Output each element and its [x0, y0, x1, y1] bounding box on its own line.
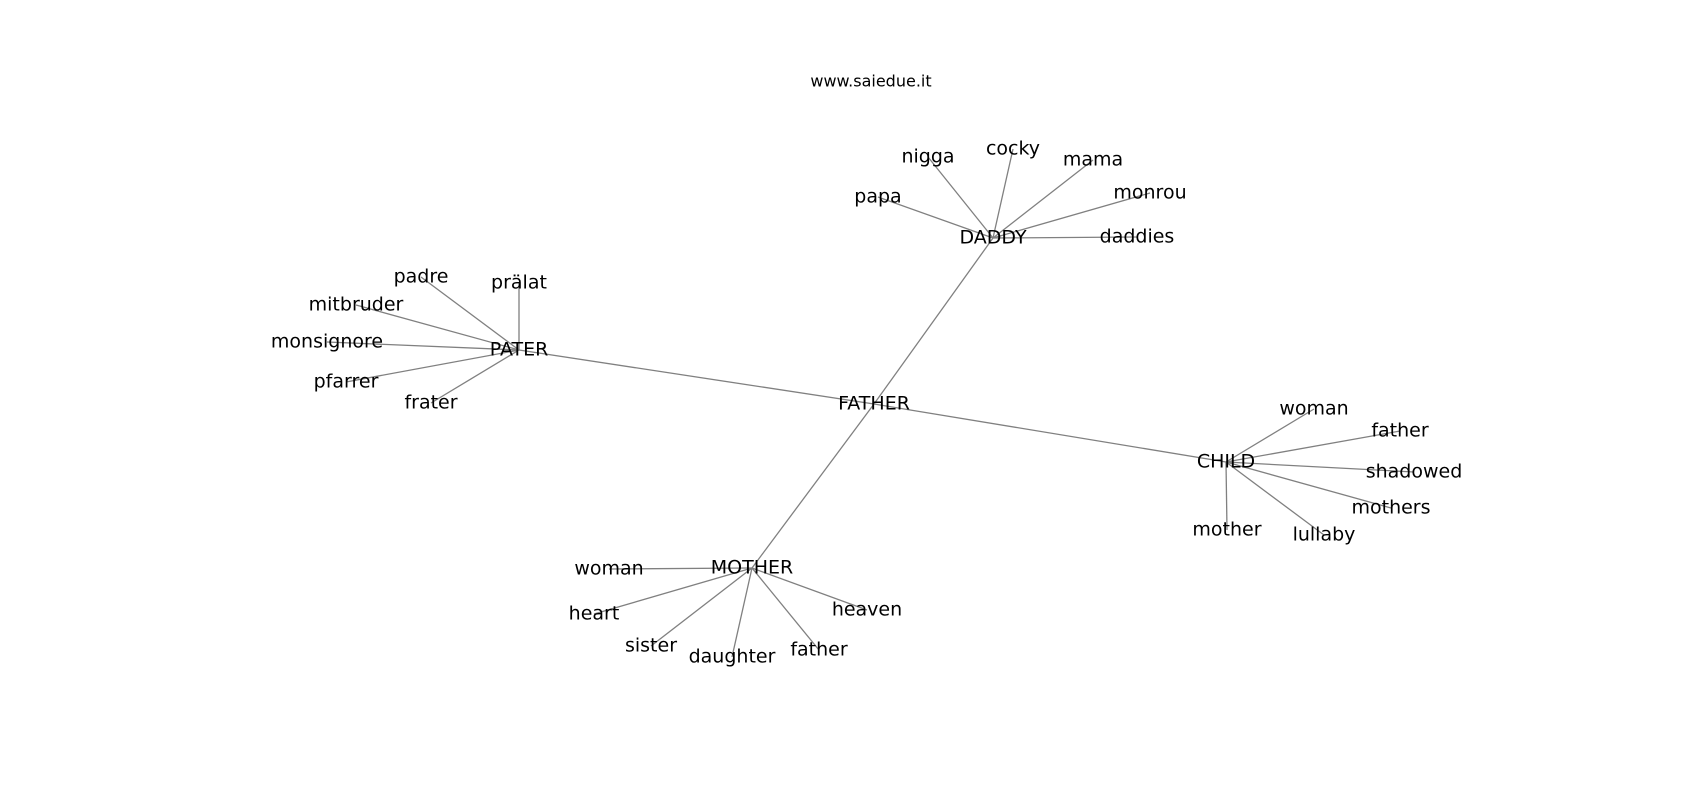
- node-leaf: nigga: [901, 146, 954, 168]
- edge-mother-leaf: [751, 567, 820, 651]
- edge-child-leaf: [1225, 461, 1415, 473]
- edge-daddy-leaf: [992, 148, 1014, 239]
- node-leaf: father: [790, 639, 848, 661]
- edge-mother-leaf: [608, 567, 753, 570]
- edge-child-leaf: [1225, 430, 1401, 463]
- node-leaf: daughter: [689, 646, 776, 668]
- edge-pater-leaf: [326, 341, 520, 351]
- node-leaf: daddies: [1100, 226, 1175, 248]
- edges-layer: [326, 148, 1415, 658]
- edge-center-mother: [751, 403, 875, 569]
- edge-daddy-leaf: [877, 196, 994, 239]
- edge-mother-leaf: [751, 567, 868, 611]
- edge-center-child: [873, 403, 1227, 463]
- edge-child-leaf: [1225, 461, 1228, 531]
- node-leaf: heaven: [832, 599, 902, 621]
- node-leaf: mother: [1192, 519, 1261, 541]
- node-hub-daddy: DADDY: [959, 227, 1027, 249]
- edge-mother-leaf: [593, 567, 753, 615]
- node-leaf: monrou: [1113, 182, 1186, 204]
- edge-daddy-leaf: [992, 192, 1151, 239]
- node-leaf: mothers: [1351, 497, 1430, 519]
- node-hub-mother: MOTHER: [711, 557, 793, 579]
- node-leaf: monsignore: [271, 331, 383, 353]
- node-leaf: sister: [625, 635, 677, 657]
- edge-daddy-leaf: [927, 156, 994, 239]
- node-leaf: prälat: [491, 272, 547, 294]
- node-leaf: lullaby: [1293, 524, 1356, 546]
- edge-child-leaf: [1225, 461, 1325, 536]
- node-leaf: mitbruder: [309, 294, 404, 316]
- edge-mother-leaf: [731, 567, 753, 658]
- edge-center-pater: [518, 349, 875, 405]
- edge-daddy-leaf: [992, 159, 1094, 239]
- node-leaf: frater: [404, 392, 457, 414]
- edge-pater-leaf: [345, 349, 520, 383]
- node-leaf: woman: [1279, 398, 1348, 420]
- node-leaf: woman: [574, 558, 643, 580]
- node-leaf: cocky: [986, 138, 1040, 160]
- edge-pater-leaf: [355, 304, 520, 351]
- edge-mother-leaf: [650, 567, 753, 647]
- edge-center-daddy: [873, 237, 994, 405]
- node-leaf: padre: [394, 266, 449, 288]
- edge-child-leaf: [1225, 461, 1392, 509]
- node-leaf: father: [1371, 420, 1429, 442]
- node-hub-child: CHILD: [1197, 451, 1255, 473]
- node-leaf: shadowed: [1366, 461, 1463, 483]
- node-leaf: mama: [1063, 149, 1123, 171]
- edge-pater-leaf: [430, 349, 520, 404]
- edge-pater-leaf: [420, 276, 520, 351]
- node-leaf: heart: [569, 603, 620, 625]
- page-title: www.saiedue.it: [810, 72, 931, 91]
- edge-child-leaf: [1225, 408, 1315, 463]
- node-center: FATHER: [838, 393, 910, 415]
- node-leaf: pfarrer: [314, 371, 379, 393]
- edge-daddy-leaf: [992, 236, 1138, 239]
- node-leaf: papa: [854, 186, 901, 208]
- node-hub-pater: PATER: [490, 339, 549, 361]
